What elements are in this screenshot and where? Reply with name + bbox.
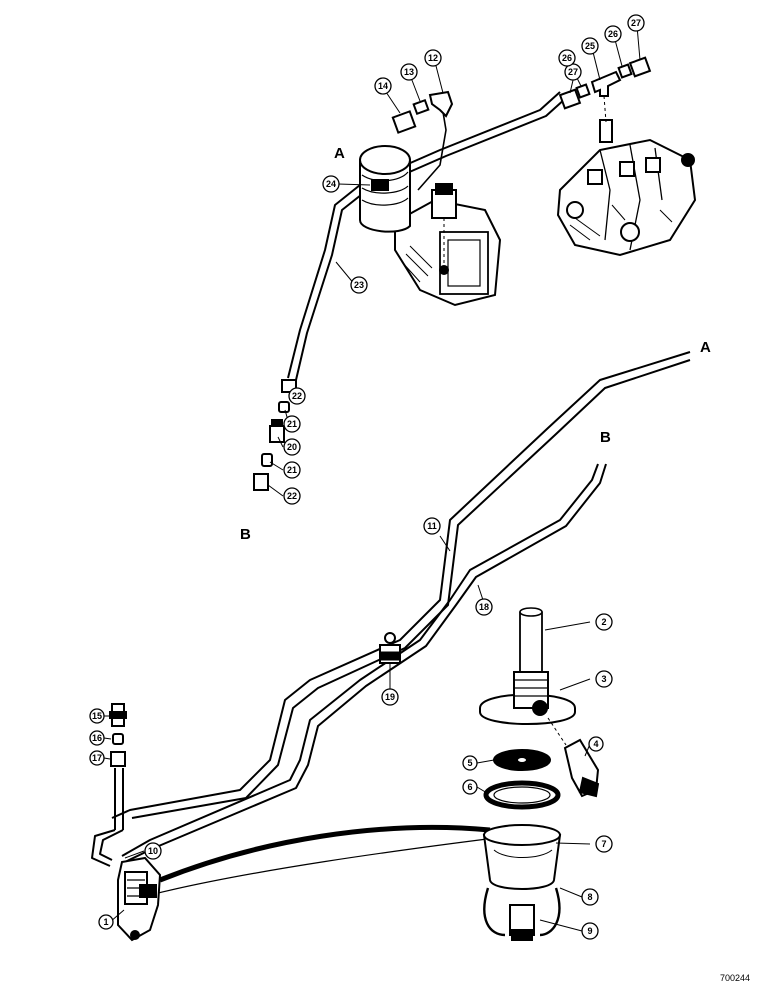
callout-6: 6 [467,782,472,792]
fuel-hose [159,824,491,883]
connector-stack [253,379,297,491]
nut-17 [110,751,126,767]
callout-21-bottom: 21 [287,465,297,475]
callout-22-bottom: 22 [287,491,297,501]
callout-22-top: 22 [292,391,302,401]
union-20 [269,425,285,443]
fitting-13 [412,98,430,116]
sleeve-21-bottom [261,453,273,467]
sleeve-16 [112,733,124,745]
tee-25 [590,70,622,97]
callout-14: 14 [378,81,388,91]
callout-circles [89,14,645,940]
pump-fittings [558,56,652,123]
callout-10: 10 [148,846,158,856]
callout-5: 5 [467,758,472,768]
nut-27-right [628,56,652,78]
callout-8: 8 [587,892,592,902]
callout-27-left: 27 [568,67,578,77]
callout-1: 1 [103,917,108,927]
letter-a-top: A [334,145,345,162]
callout-27-right: 27 [631,18,641,28]
callout-16: 16 [92,733,102,743]
nut-22-bottom [253,473,269,491]
callout-17: 17 [92,753,102,763]
bail-8 [483,887,561,937]
callout-25: 25 [585,41,595,51]
letter-a-right: A [700,339,711,356]
callout-labels: 1 2 3 4 5 6 7 8 9 10 11 18 19 15 16 17 2… [92,18,641,936]
callout-15: 15 [92,711,102,721]
letter-b-left: B [240,526,251,543]
elbow-12 [428,90,454,118]
filter-fittings [391,90,454,134]
callout-21-top: 21 [287,419,297,429]
fuel-line-11 [111,351,691,819]
callout-26-left: 26 [562,53,572,63]
figure-number: 700244 [720,973,750,983]
transfer-pump-1 [117,856,162,942]
line-letters: A B A B [240,145,711,543]
callout-4: 4 [593,739,598,749]
letter-b-right: B [600,429,611,446]
callout-23: 23 [354,280,364,290]
callout-20: 20 [287,442,297,452]
callout-9: 9 [587,926,592,936]
nut-27-left [558,88,582,110]
callout-2: 2 [601,617,606,627]
injection-pump [556,119,697,257]
callout-13: 13 [404,67,414,77]
sleeve-21-top [278,401,290,413]
fuel-line-23 [287,91,561,379]
glass-bowl-7 [482,834,562,890]
pipe-2 [519,611,543,673]
ferrule-26-right [617,63,633,79]
callout-18: 18 [479,602,489,612]
clip-19 [379,632,401,664]
pump-outlet-fittings [109,703,127,767]
callout-24: 24 [326,179,336,189]
callout-12: 12 [428,53,438,63]
fitting-14 [391,110,417,134]
callout-7: 7 [601,839,606,849]
callout-26-right: 26 [608,29,618,39]
ferrule-26-left [575,83,591,99]
sediment-bowl-assembly [479,671,600,941]
callout-19: 19 [385,692,395,702]
callout-3: 3 [601,674,606,684]
fuel-filter-assembly [359,145,502,307]
fuel-lines [91,91,691,896]
callout-11: 11 [427,521,437,531]
fuel-line-short [91,768,124,867]
